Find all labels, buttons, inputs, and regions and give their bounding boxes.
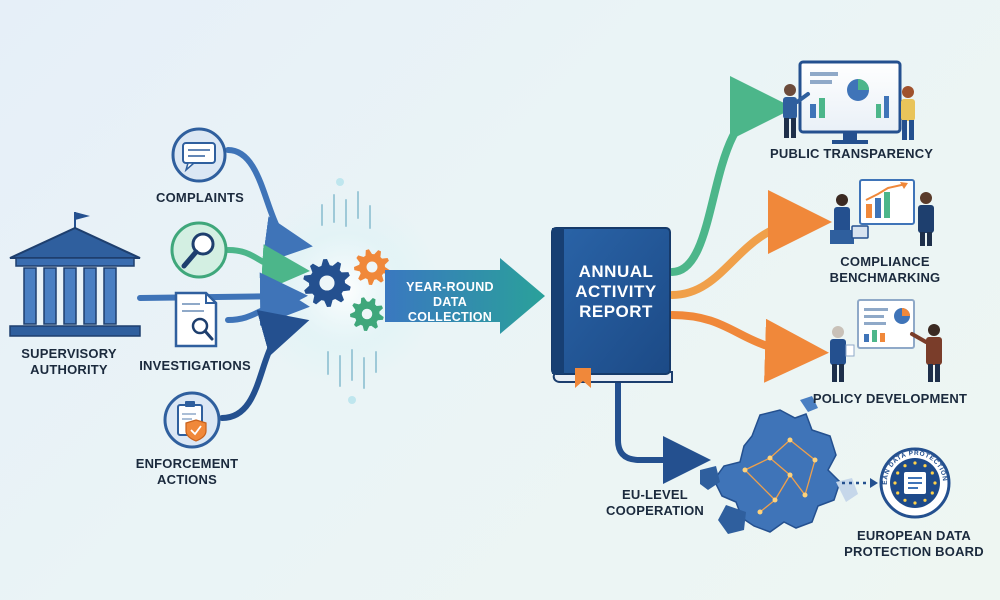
report-title: ANNUAL ACTIVITY REPORT: [575, 262, 657, 321]
monitor-chart-icon: [798, 60, 902, 144]
bank-icon: [9, 212, 141, 337]
eu-link: [774, 474, 791, 501]
seal-star: [930, 471, 934, 475]
transparency-label: PUBLIC TRANSPARENCY: [770, 146, 934, 161]
seal-star: [923, 464, 927, 468]
policy-label: POLICY DEVELOPMENT: [812, 391, 968, 406]
arrow-to-benchmarking: [668, 190, 832, 299]
complaints-label: COMPLAINTS: [156, 190, 244, 205]
eu-link: [744, 457, 771, 471]
seal-star: [903, 498, 907, 502]
arrow-to-policy: [668, 311, 829, 383]
eu-link: [789, 474, 806, 496]
seal-star: [893, 481, 897, 485]
official-figure: [830, 326, 855, 382]
data-collection-label: YEAR-ROUND DATA COLLECTION: [406, 280, 494, 324]
eu-node: [787, 437, 793, 443]
eu-node: [787, 472, 793, 478]
arrow-to-transparency: [668, 76, 794, 276]
analyst-figure: [830, 194, 869, 244]
eu-link: [744, 469, 776, 501]
enforcement-label: ENFORCEMENT ACTIONS: [135, 456, 239, 487]
eu-node: [812, 457, 818, 463]
eu-map-icon: [700, 396, 858, 534]
gear-hub: [319, 275, 335, 291]
edpb-label: EUROPEAN DATA PROTECTION BOARD: [844, 528, 984, 559]
gear-hub: [366, 261, 378, 273]
seal-star: [930, 491, 934, 495]
particle-dot: [348, 396, 356, 404]
investigations-label: INVESTIGATIONS: [139, 358, 251, 373]
speech-bubble-icon: [171, 127, 227, 183]
seal-star: [923, 498, 927, 502]
eu-link: [769, 457, 791, 476]
eu-network-links: [742, 437, 818, 515]
magnifier-icon: [170, 221, 228, 279]
eu-link: [789, 439, 816, 461]
arrow-to-eu: [615, 377, 711, 484]
particle-dot: [336, 178, 344, 186]
seal-star: [913, 461, 917, 465]
colleague-figure: [918, 192, 934, 246]
report-book: [551, 227, 673, 388]
seal-star: [896, 471, 900, 475]
presenter-figure: [783, 84, 810, 138]
eu-link: [804, 459, 816, 496]
eu-node: [772, 497, 778, 503]
eu-node: [742, 467, 748, 473]
arrow-to-edpb-head: [870, 478, 878, 488]
seal-star: [903, 464, 907, 468]
seal-star: [896, 491, 900, 495]
seal-star: [933, 481, 937, 485]
data-particles: [321, 191, 377, 389]
source-label: SUPERVISORY AUTHORITY: [21, 346, 117, 377]
data-collection-band: [385, 258, 545, 334]
eu-node: [767, 455, 773, 461]
advisor-figure: [910, 324, 942, 382]
arrow-enforcement-to-hub: [219, 309, 310, 421]
bookmark-icon: [575, 368, 591, 388]
eu-node: [757, 509, 763, 515]
arrow-magnifier-to-hub: [225, 244, 310, 293]
viewer-figure: [901, 86, 915, 140]
seal-icon: [879, 447, 951, 519]
eu-node: [802, 492, 808, 498]
policy-board-icon: [857, 299, 915, 349]
document-search-icon: [174, 291, 218, 348]
benchmarking-label: COMPLIANCE BENCHMARKING: [829, 254, 941, 285]
arrow-complaints-to-hub: [225, 147, 313, 264]
gear-hub: [361, 308, 373, 320]
seal-star: [913, 501, 917, 505]
seal-stars: [893, 461, 937, 505]
arrow-authority-to-hub: [137, 272, 308, 321]
eu-link: [769, 439, 791, 459]
eu-cooperation-label: EU-LEVEL COOPERATION: [605, 487, 705, 518]
shield-clipboard-icon: [163, 391, 221, 449]
eu-link: [759, 499, 776, 513]
chart-board-icon: [859, 179, 915, 225]
